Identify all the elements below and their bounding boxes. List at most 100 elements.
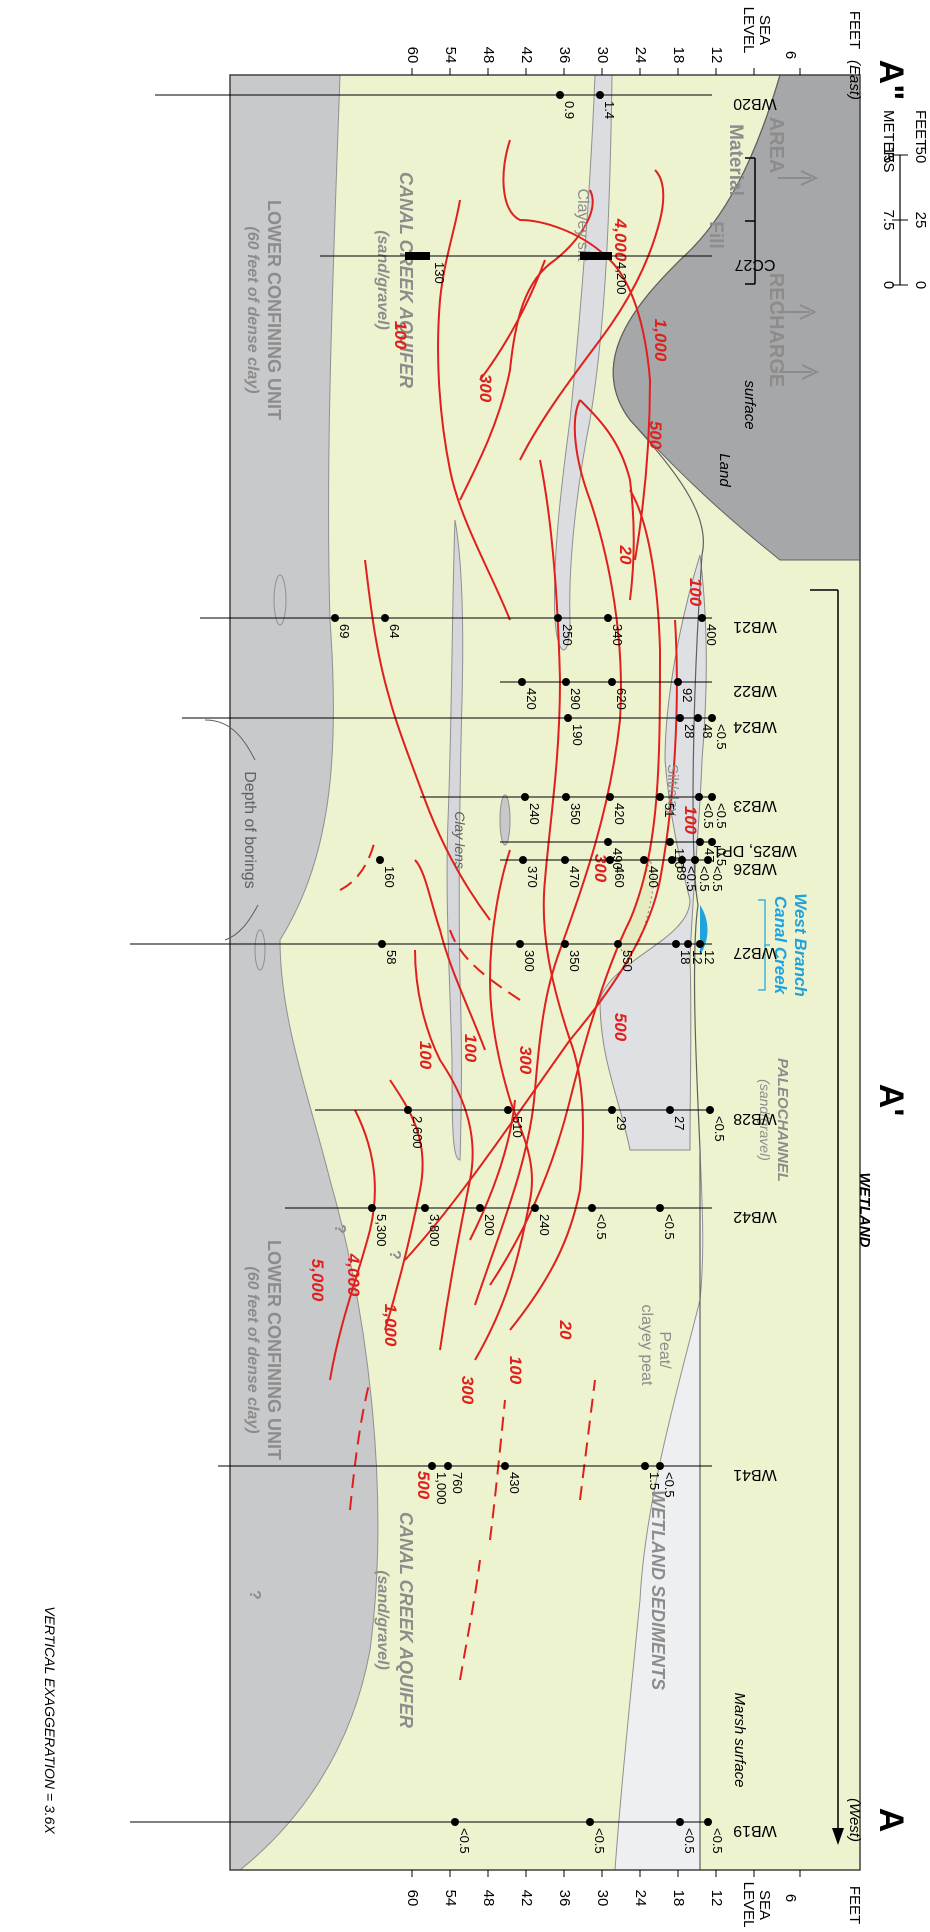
depth-tick: 24	[632, 1890, 649, 1907]
aquifer-zone	[240, 75, 860, 1870]
sample-value: 29	[614, 1116, 629, 1130]
sample-point	[451, 1818, 459, 1826]
sample-point	[614, 940, 622, 948]
fill-label: Fill	[705, 221, 726, 248]
well-wb19: WB19<0.5<0.5<0.5<0.5	[130, 1818, 777, 1854]
depth-tick: 12	[708, 1890, 725, 1907]
sample-value: 64	[387, 624, 402, 638]
sample-point	[691, 856, 699, 864]
sample-value: <0.5	[592, 1828, 607, 1854]
contour-lines	[329, 139, 678, 1381]
well-name: WB26	[733, 860, 777, 877]
well-name: WB25, DP1	[713, 842, 797, 859]
depth-axis-top: 6 12 18 24 30 36 42 48 54 60 FEET SEA LE…	[404, 7, 863, 64]
sample-point	[561, 940, 569, 948]
depth-tick: 36	[556, 47, 573, 64]
sample-point	[684, 940, 692, 948]
clay-lens	[446, 519, 464, 1161]
contour-label: 100	[391, 321, 410, 350]
sample-value: 0.5	[714, 848, 729, 866]
sample-value: 3,800	[427, 1214, 442, 1247]
contour-label: 4,000	[611, 218, 630, 262]
vertical-exaggeration: VERTICAL EXAGGERATION = 3.6X	[42, 1606, 58, 1834]
well-name: WB22	[733, 682, 777, 699]
depth-tick: 18	[670, 47, 687, 64]
sample-point	[606, 793, 614, 801]
peat-label-2: clayey peat	[638, 1305, 655, 1386]
sample-point	[676, 1818, 684, 1826]
sample-point	[704, 856, 712, 864]
contour-label: 1,000	[651, 319, 670, 362]
depth-tick: 24	[632, 47, 649, 64]
sample-value: 110	[672, 848, 687, 869]
sample-value: 430	[507, 1472, 522, 1494]
sample-value: 58	[384, 950, 399, 964]
scale-feet-unit: FEET	[912, 110, 929, 148]
sample-value: 12	[702, 950, 717, 964]
sample-value: <0.5	[662, 1214, 677, 1240]
scale-feet-0: 0	[912, 281, 929, 289]
sample-point	[368, 1204, 376, 1212]
well-names: WB19<0.5<0.5<0.5<0.5 WB41<0.51.54307601,0…	[130, 91, 797, 1854]
sample-point	[674, 678, 682, 686]
sample-value: 490	[610, 848, 625, 870]
silt-clay-label: Silt/clay	[664, 764, 681, 816]
sample-point	[706, 1106, 714, 1114]
sample-point	[556, 91, 564, 99]
sample-point	[586, 1818, 594, 1826]
sample-value: 4,200	[614, 262, 629, 295]
surface-label: surface	[741, 380, 758, 429]
sea-level-1: SEA	[756, 15, 773, 45]
sample-point	[606, 856, 614, 864]
sample-point	[698, 614, 706, 622]
wetland-arrow-icon	[832, 1828, 844, 1845]
wetland-label: WETLAND	[856, 1173, 873, 1248]
sample-point	[672, 940, 680, 948]
sample-value: <0.5	[697, 866, 712, 892]
sample-value: 51	[662, 803, 677, 817]
sample-value: <0.5	[662, 1472, 677, 1498]
sample-value: 200	[482, 1214, 497, 1236]
sample-value: 340	[610, 624, 625, 646]
contour-label: 100	[461, 1034, 480, 1063]
contour-label: 500	[611, 1013, 630, 1042]
contour-label: 300	[591, 854, 610, 883]
sample-point	[608, 1106, 616, 1114]
sample-value: 5,300	[374, 1214, 389, 1247]
paleochannel-sub: (sand/gravel)	[757, 1079, 773, 1161]
depth-tick: 60	[404, 1890, 421, 1907]
sample-point	[641, 1462, 649, 1470]
sample-value: 400	[646, 866, 661, 888]
screened-interval	[405, 252, 430, 260]
sample-value: 1.4	[602, 101, 617, 119]
well-name: WB21	[733, 618, 777, 635]
sample-point	[554, 614, 562, 622]
clay-lens-label: Clay lens	[452, 811, 468, 869]
depth-tick: 54	[442, 47, 459, 64]
sample-value: 27	[672, 1116, 687, 1130]
section-frame	[229, 74, 861, 1871]
scale-meter-unit: METERS	[880, 110, 897, 173]
depth-tick: 60	[404, 47, 421, 64]
sample-point	[428, 1462, 436, 1470]
sample-value: <0.5	[594, 1214, 609, 1240]
well-name: WB27	[733, 944, 777, 961]
sample-value: 2,600	[410, 1116, 425, 1149]
sample-point	[656, 1462, 664, 1470]
sample-point	[656, 1204, 664, 1212]
contour-label: 500	[414, 1471, 433, 1500]
well-name: WB42	[733, 1208, 777, 1225]
sample-value: 300	[522, 950, 537, 972]
sample-value: 18	[678, 950, 693, 964]
well-name: WB20	[733, 95, 777, 112]
contour-dashed	[339, 839, 596, 1681]
sample-point	[376, 856, 384, 864]
scale-meter-7-5: 7.5	[880, 210, 897, 231]
depth-tick: 18	[670, 1890, 687, 1907]
sample-point	[564, 714, 572, 722]
section-body	[229, 68, 861, 1877]
